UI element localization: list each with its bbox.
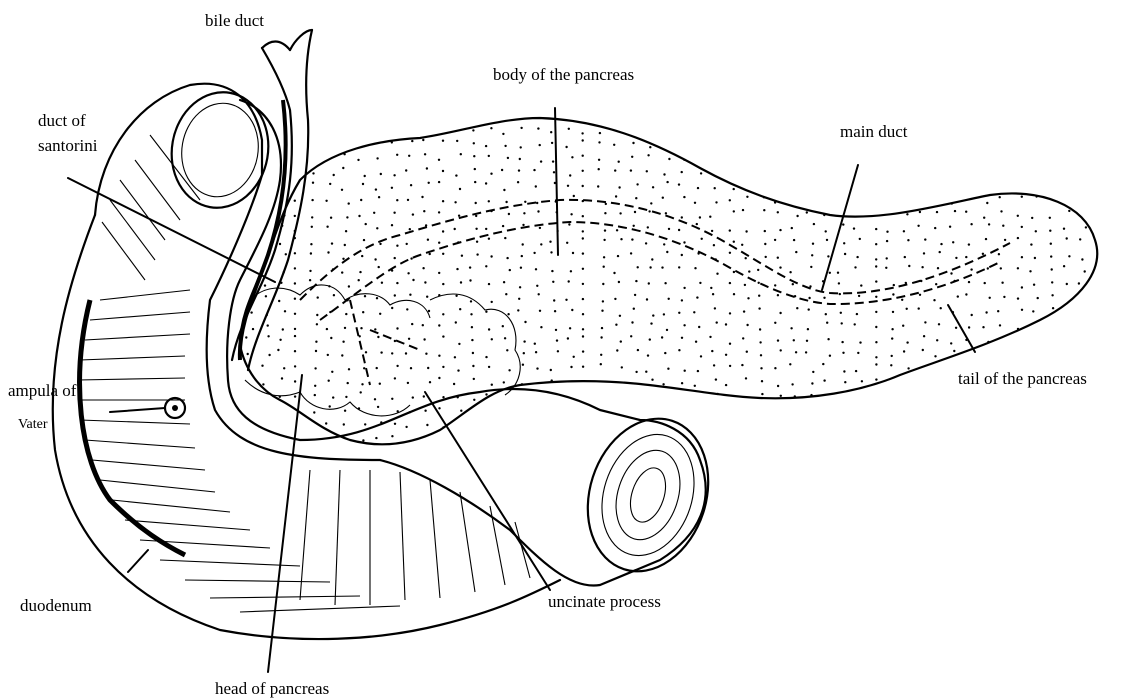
label-ampulla-1: ampula of — [8, 381, 77, 400]
label-head-of-pancreas: head of pancreas — [215, 679, 329, 698]
label-main-duct: main duct — [840, 122, 908, 141]
label-duodenum: duodenum — [20, 596, 92, 615]
ampulla-marker — [165, 398, 185, 418]
label-tail-of-pancreas: tail of the pancreas — [958, 369, 1087, 388]
label-uncinate-process: uncinate process — [548, 592, 661, 611]
label-body-of-pancreas: body of the pancreas — [493, 65, 634, 84]
label-duct-of-santorini-1: duct of — [38, 111, 86, 130]
label-duct-of-santorini-2: santorini — [38, 136, 98, 155]
duodenum-illustration — [53, 84, 728, 639]
label-ampulla-2: Vater — [18, 417, 48, 432]
label-bile-duct: bile duct — [205, 11, 264, 30]
pancreas-stipple — [245, 127, 1087, 442]
